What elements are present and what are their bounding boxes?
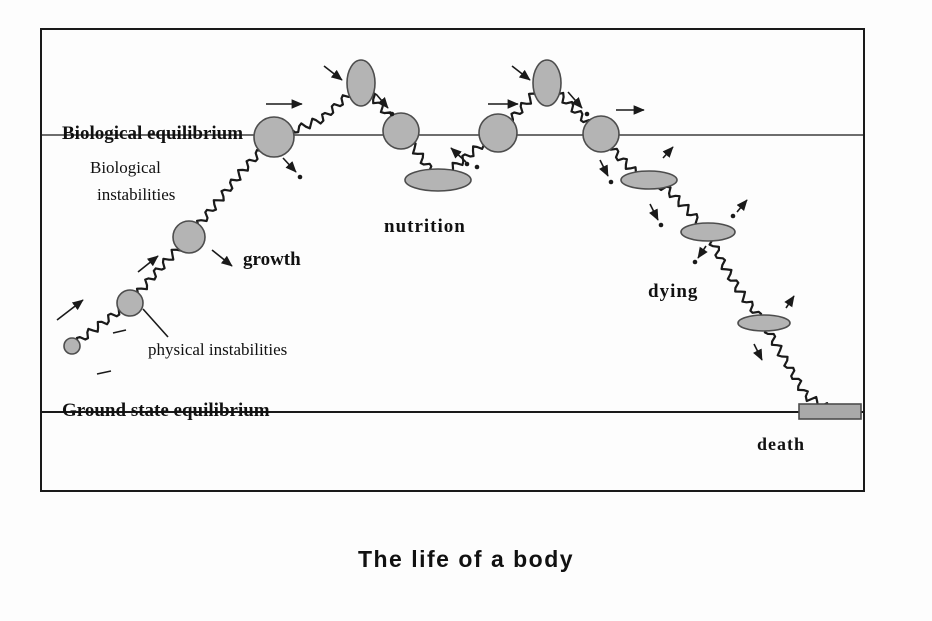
label-nutrition: nutrition [384,216,466,237]
label-growth: growth [243,249,301,270]
label-physical-instabilities: physical instabilities [148,340,288,359]
figure-caption: The life of a body [357,546,575,572]
label-dying: dying [648,281,699,302]
label-biological-instabilities-line1: Biological [90,158,161,177]
label-biological-instabilities-line2: instabilities [97,185,176,204]
diagram-frame [40,28,865,492]
label-biological-equilibrium: Biological equilibrium [62,123,244,144]
label-death: death [757,434,806,454]
label-ground-state-equilibrium: Ground state equilibrium [62,400,270,421]
